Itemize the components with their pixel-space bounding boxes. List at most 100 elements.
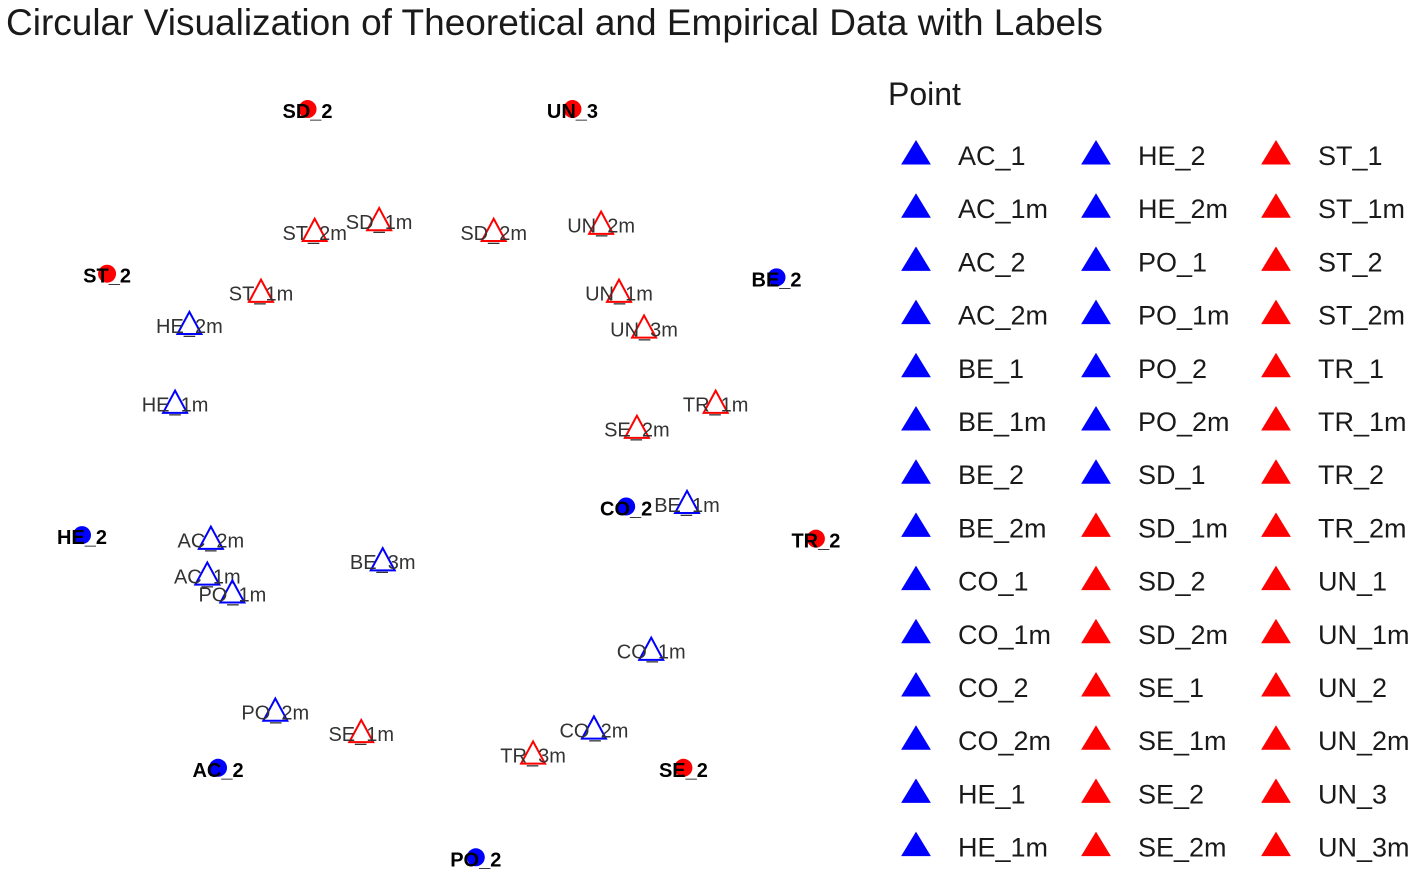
legend-item-st-2: ST_2	[1261, 246, 1383, 277]
legend-key-dot	[912, 205, 920, 214]
point-un-1m	[605, 277, 633, 303]
legend-item-he-1m: HE_1m	[901, 831, 1048, 863]
point-label-sd-2m: SD_2m	[460, 223, 527, 245]
point-be-1m	[673, 488, 701, 515]
point-be-3m	[369, 546, 397, 572]
legend-key-dot	[1092, 311, 1100, 320]
legend-key-dot	[912, 258, 920, 267]
point-tr-3m	[519, 739, 547, 765]
legend-item-sd-1m: SD_1m	[1081, 512, 1228, 543]
legend-key-dot	[1272, 843, 1280, 852]
legend-key-dot	[912, 471, 920, 480]
point-label-co-2: CO_2	[600, 498, 652, 520]
legend-key-dot	[1272, 418, 1280, 426]
legend-key-dot	[912, 577, 920, 586]
legend-label: SD_2	[1138, 567, 1206, 597]
legend-item-un-1: UN_1	[1261, 565, 1387, 597]
legend-key-dot	[912, 737, 920, 746]
point-po-2	[466, 848, 485, 867]
legend-key-dot	[1092, 737, 1100, 746]
point-po-2m	[261, 696, 289, 722]
point-co-1m	[637, 635, 665, 661]
point-label-un-2m: UN_2m	[567, 216, 635, 238]
legend-key-dot	[1092, 577, 1100, 586]
legend-item-co-1m: CO_1m	[901, 618, 1051, 650]
legend-item-ac-1: AC_1	[901, 140, 1026, 171]
point-un-2m	[587, 209, 615, 235]
legend-label: BE_2	[958, 460, 1024, 490]
legend-item-se-1: SE_1	[1081, 672, 1204, 703]
legend-label: UN_3m	[1318, 833, 1410, 863]
point-co-2	[617, 497, 636, 516]
legend-key-dot	[1272, 630, 1280, 639]
chart-title: Circular Visualization of Theoretical an…	[6, 2, 1103, 43]
legend-item-tr-2: TR_2	[1261, 459, 1384, 490]
point-sd-2m	[480, 216, 508, 242]
legend-item-tr-1m: TR_1m	[1261, 406, 1407, 437]
point-he-1m	[161, 388, 189, 414]
point-label-tr-3m: TR_3m	[500, 745, 566, 767]
legend-item-tr-2m: TR_2m	[1261, 512, 1407, 543]
legend-key-dot	[912, 152, 920, 160]
point-label-ac-2m: AC_2m	[178, 531, 245, 553]
point-se-1m	[347, 717, 375, 744]
legend-item-tr-1: TR_1	[1261, 352, 1384, 384]
point-label-un-1m: UN_1m	[585, 284, 653, 306]
legend-label: CO_1m	[958, 620, 1051, 650]
point-label-po-1m: PO_1m	[198, 584, 266, 606]
legend-label: HE_2m	[1138, 194, 1228, 224]
legend-label: PO_1	[1138, 247, 1207, 277]
legend-label: SD_1	[1138, 460, 1206, 490]
legend-label: ST_1	[1318, 141, 1383, 171]
legend-item-un-1m: UN_1m	[1261, 618, 1410, 650]
point-label-he-1m: HE_1m	[142, 395, 209, 417]
legend-item-se-2: SE_2	[1081, 778, 1204, 809]
legend-key-dot	[1092, 258, 1100, 267]
legend-item-sd-2m: SD_2m	[1081, 618, 1228, 650]
point-tr-1m	[701, 388, 730, 414]
legend-key-dot	[1272, 737, 1280, 746]
point-label-un-3m: UN_3m	[610, 319, 678, 341]
legend-item-st-2m: ST_2m	[1261, 299, 1405, 331]
point-label-tr-1m: TR_1m	[683, 395, 749, 417]
legend-item-se-1m: SE_1m	[1081, 725, 1227, 756]
legend-item-se-2m: SE_2m	[1081, 831, 1227, 863]
legend-label: BE_1	[958, 354, 1024, 384]
legend: AC_1AC_1mAC_2AC_2mBE_1BE_1mBE_2BE_2mCO_1…	[901, 140, 1410, 863]
legend-key-dot	[1272, 524, 1280, 533]
legend-key-dot	[912, 684, 920, 692]
point-st-2m	[301, 216, 329, 242]
legend-key-dot	[1092, 364, 1100, 373]
legend-title: Point	[888, 76, 961, 112]
legend-key-dot	[1092, 152, 1100, 160]
point-ac-1m	[193, 560, 221, 586]
legend-key-dot	[1092, 843, 1100, 852]
legend-key-dot	[1272, 684, 1280, 692]
point-tr-2	[806, 529, 825, 548]
point-label-un-3: UN_3	[547, 101, 598, 123]
legend-key-dot	[1092, 790, 1100, 799]
legend-key-dot	[1092, 205, 1100, 214]
point-label-se-1m: SE_1m	[328, 724, 394, 746]
legend-label: UN_1	[1318, 567, 1387, 597]
legend-key-dot	[1272, 152, 1280, 160]
legend-item-ac-2m: AC_2m	[901, 299, 1048, 331]
legend-label: UN_1m	[1318, 620, 1410, 650]
legend-label: CO_2	[958, 673, 1029, 703]
point-un-3m	[630, 313, 658, 339]
point-label-se-2m: SE_2m	[604, 420, 670, 442]
point-se-2	[674, 758, 693, 777]
point-label-st-2m: ST_2m	[282, 223, 346, 245]
legend-item-co-2m: CO_2m	[901, 725, 1051, 756]
point-po-1m	[218, 578, 247, 604]
legend-label: UN_2	[1318, 673, 1387, 703]
legend-label: SD_1m	[1138, 513, 1228, 543]
point-label-sd-1m: SD_1m	[346, 212, 413, 234]
legend-item-po-1: PO_1	[1081, 246, 1207, 277]
legend-key-dot	[912, 630, 920, 639]
legend-key-dot	[1272, 311, 1280, 320]
point-label-co-1m: CO_1m	[617, 642, 686, 664]
legend-item-sd-2: SD_2	[1081, 565, 1206, 597]
legend-label: HE_1m	[958, 833, 1048, 863]
